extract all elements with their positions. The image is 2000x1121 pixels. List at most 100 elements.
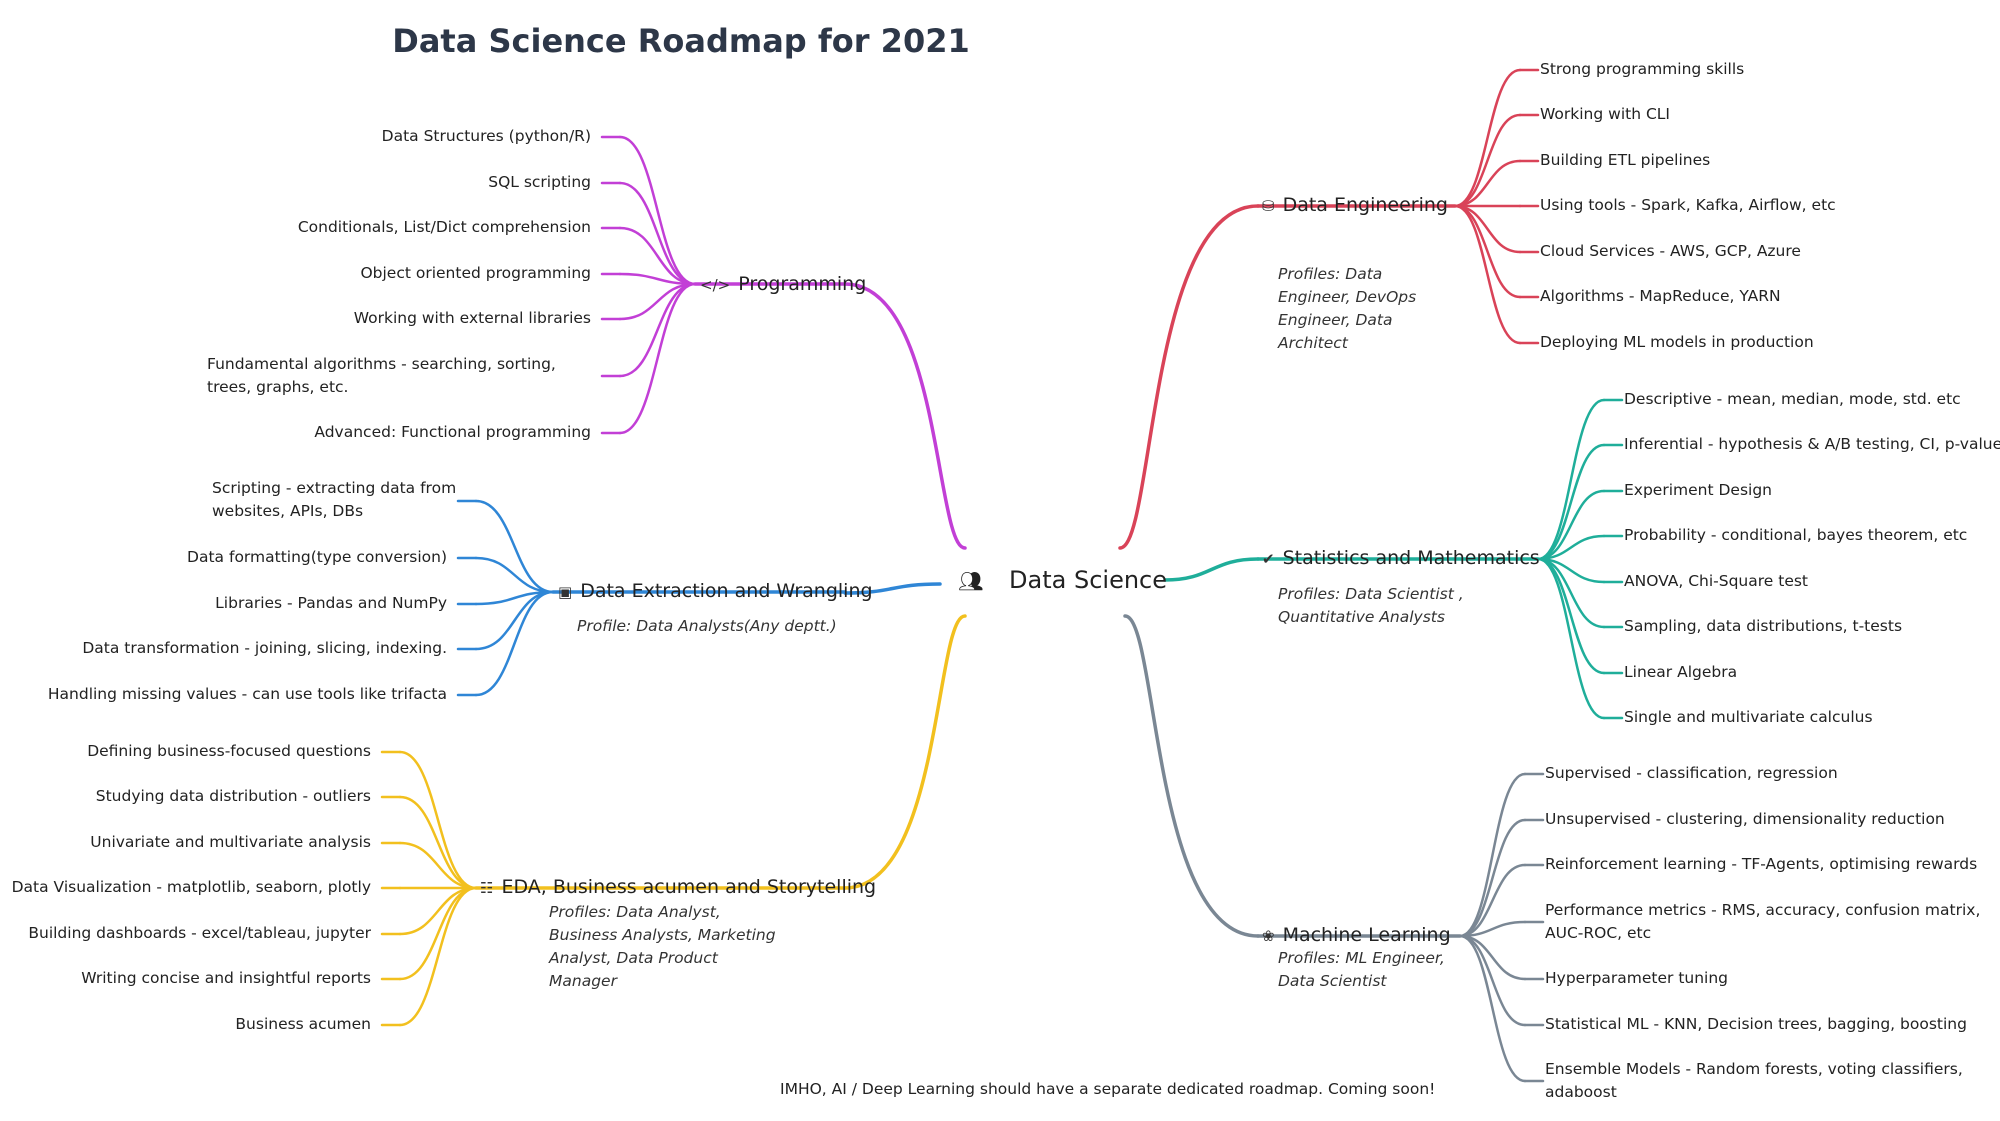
leaf-item[interactable]: Single and multivariate calculus: [1624, 708, 1873, 726]
branch-statistics[interactable]: ✔ Statistics and Mathematics: [1262, 547, 1540, 569]
leaf-item[interactable]: Algorithms - MapReduce, YARN: [1540, 287, 1781, 305]
leaf-item[interactable]: Handling missing values - can use tools …: [47, 685, 447, 703]
leaf-item[interactable]: Libraries - Pandas and NumPy: [215, 594, 447, 612]
profile-note: Profiles: Data Engineer, DevOps Engineer…: [1278, 265, 1417, 352]
leaf-line-programming: [618, 135, 697, 286]
leaf-line-statistics: [1536, 534, 1606, 561]
trunk-wrangling: [843, 582, 942, 595]
leaf-item[interactable]: SQL scripting: [488, 173, 591, 191]
leaf-item[interactable]: Hyperparameter tuning: [1545, 969, 1729, 987]
leaf-item[interactable]: Data transformation - joining, slicing, …: [82, 639, 447, 657]
leaf-line-statistics: [1536, 489, 1606, 561]
box-icon: ▣: [558, 583, 573, 601]
leaf-item[interactable]: Using tools - Spark, Kafka, Airflow, etc: [1540, 196, 1836, 214]
leaf-item[interactable]: Reinforcement learning - TF-Agents, opti…: [1545, 855, 1978, 873]
trunk-engineering: [1118, 204, 1260, 550]
branch-label: Machine Learning: [1282, 924, 1451, 946]
branch-label: Data Extraction and Wrangling: [580, 580, 873, 602]
leaf-item[interactable]: Sampling, data distributions, t-tests: [1624, 617, 1903, 635]
leaf-line-programming: [618, 226, 697, 286]
leaf-line-programming: [618, 282, 697, 435]
leaf-item[interactable]: Data Visualization - matplotlib, seaborn…: [11, 878, 371, 896]
leaf-item[interactable]: Working with CLI: [1540, 105, 1670, 123]
branch-ml[interactable]: ❀Machine Learning: [1262, 924, 1451, 946]
branch-wrangling[interactable]: ▣ Data Extraction and Wrangling: [558, 580, 873, 602]
leaf-item[interactable]: Ensemble Models - Random forests, voting…: [1545, 1060, 1963, 1101]
leaf-line-wrangling: [474, 556, 555, 594]
trunk-statistics: [1163, 557, 1260, 582]
presentation-icon: ☷: [480, 879, 494, 897]
branch-engineering[interactable]: ⛁Data Engineering: [1262, 194, 1448, 216]
leaf-line-ml: [1458, 934, 1527, 1083]
leaf-item[interactable]: Building ETL pipelines: [1540, 151, 1711, 169]
leaf-item[interactable]: Object oriented programming: [360, 264, 591, 282]
leaf-item[interactable]: Linear Algebra: [1624, 663, 1738, 681]
footer-note: IMHO, AI / Deep Learning should have a s…: [780, 1080, 1436, 1098]
leaf-line-eda: [398, 886, 478, 936]
profile-note: Profiles: ML Engineer, Data Scientist: [1278, 949, 1445, 990]
leaf-line-programming: [618, 272, 697, 286]
leaf-item[interactable]: Conditionals, List/Dict comprehension: [297, 218, 591, 236]
leaf-item[interactable]: Unsupervised - clustering, dimensionalit…: [1545, 810, 1945, 828]
leaf-item[interactable]: Scripting - extracting data from website…: [212, 479, 457, 520]
leaf-item[interactable]: Advanced: Functional programming: [314, 423, 591, 441]
leaf-item[interactable]: Probability - conditional, bayes theorem…: [1624, 526, 1968, 544]
leaf-item[interactable]: Data Structures (python/R): [381, 127, 591, 145]
leaf-item[interactable]: Studying data distribution - outliers: [95, 787, 371, 805]
leaf-line-wrangling: [474, 499, 555, 594]
people-icon: 👥︎: [958, 569, 984, 593]
leaf-line-engineering: [1453, 68, 1522, 208]
leaf-line-ml: [1458, 772, 1527, 938]
leaf-line-statistics: [1536, 443, 1606, 561]
leaf-item[interactable]: Defining business-focused questions: [87, 742, 371, 760]
leaf-line-eda: [398, 795, 478, 890]
profile-note: Profiles: Data Scientist , Quantitative …: [1278, 585, 1464, 626]
leaf-line-ml: [1458, 863, 1527, 938]
leaf-line-eda: [398, 886, 478, 1027]
leaf-item[interactable]: Writing concise and insightful reports: [81, 969, 371, 987]
leaf-line-ml: [1458, 920, 1527, 938]
leaf-item[interactable]: ANOVA, Chi-Square test: [1624, 572, 1809, 590]
branch-label: EDA, Business acumen and Storytelling: [501, 876, 877, 898]
page-title: Data Science Roadmap for 2021: [392, 22, 970, 60]
leaf-item[interactable]: Data formatting(type conversion): [187, 548, 447, 566]
leaf-item[interactable]: Performance metrics - RMS, accuracy, con…: [1545, 901, 1981, 942]
leaf-line-engineering: [1453, 113, 1522, 208]
center-label: Data Science: [1009, 566, 1167, 594]
leaf-line-engineering: [1453, 204, 1522, 254]
leaf-item[interactable]: Strong programming skills: [1540, 60, 1745, 78]
leaf-item[interactable]: Cloud Services - AWS, GCP, Azure: [1540, 242, 1801, 260]
branch-label: Statistics and Mathematics: [1282, 547, 1540, 569]
check-circle-icon: ✔: [1262, 550, 1275, 568]
leaf-item[interactable]: Building dashboards - excel/tableau, jup…: [28, 924, 371, 942]
branch-programming[interactable]: </>Programming: [700, 273, 866, 295]
leaf-item[interactable]: Experiment Design: [1624, 481, 1772, 499]
leaf-line-programming: [618, 282, 697, 378]
leaf-item[interactable]: Business acumen: [235, 1015, 371, 1033]
leaf-line-engineering: [1453, 204, 1522, 345]
leaf-item[interactable]: Supervised - classification, regression: [1545, 764, 1838, 782]
leaf-line-eda: [398, 750, 478, 890]
trunk-eda: [843, 614, 967, 890]
trunk-ml: [1123, 614, 1260, 938]
profile-note: Profile: Data Analysts(Any deptt.): [577, 617, 837, 635]
leaf-item[interactable]: Univariate and multivariate analysis: [90, 833, 371, 851]
leaf-item[interactable]: Fundamental algorithms - searching, sort…: [207, 355, 556, 396]
leaf-line-eda: [398, 841, 478, 890]
leaf-line-programming: [618, 282, 697, 321]
branch-eda[interactable]: ☷ EDA, Business acumen and Storytelling: [480, 876, 876, 898]
center-node[interactable]: 👥︎ Data Science: [958, 566, 1167, 594]
leaf-item[interactable]: Deploying ML models in production: [1540, 333, 1814, 351]
leaf-item[interactable]: Working with external libraries: [353, 309, 591, 327]
leaf-line-statistics: [1536, 557, 1606, 720]
leaf-item[interactable]: Inferential - hypothesis & A/B testing, …: [1624, 435, 2000, 453]
leaf-item[interactable]: Statistical ML - KNN, Decision trees, ba…: [1545, 1015, 1967, 1033]
leaf-line-wrangling: [474, 590, 555, 697]
leaf-line-engineering: [1453, 159, 1522, 208]
leaf-item[interactable]: Descriptive - mean, median, mode, std. e…: [1624, 390, 1961, 408]
profile-note: Profiles: Data Analyst, Business Analyst…: [549, 903, 776, 990]
code-icon: </>: [700, 276, 731, 294]
leaf-line-statistics: [1536, 557, 1606, 675]
